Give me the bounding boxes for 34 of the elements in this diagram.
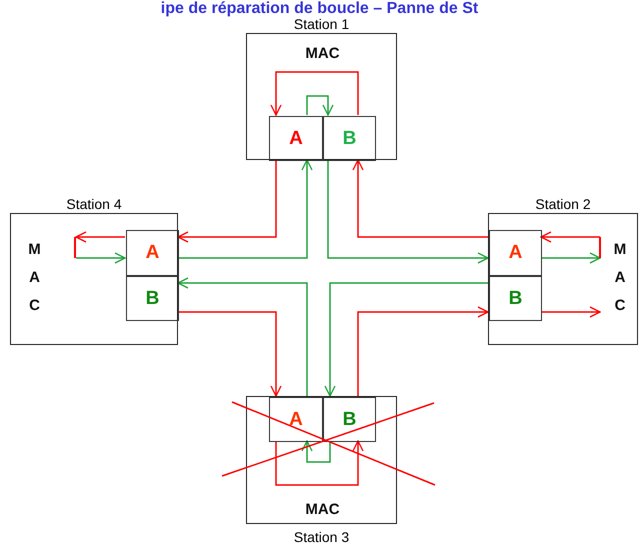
arrow	[75, 231, 125, 243]
arrow	[541, 252, 601, 264]
mac-label: MAC	[612, 240, 628, 316]
port-box: A	[269, 116, 323, 161]
arrow	[357, 306, 489, 396]
port-box: A	[269, 397, 323, 442]
port-box: A	[489, 230, 542, 276]
mac-label: MAC	[305, 44, 340, 62]
port-box: B	[323, 116, 376, 161]
arrow	[76, 252, 126, 264]
mac-label: MAC	[305, 500, 340, 518]
port-box: B	[489, 276, 542, 321]
station-label: Station 1	[294, 16, 350, 32]
arrow	[270, 71, 359, 116]
station-label: Station 4	[66, 196, 122, 212]
station-label: Station 3	[294, 529, 350, 545]
arrow	[177, 277, 308, 396]
arrow	[178, 311, 282, 397]
arrow	[178, 159, 313, 259]
port-box: A	[126, 230, 179, 276]
title: ipe de réparation de boucle – Panne de St	[160, 0, 480, 17]
arrow	[324, 282, 488, 397]
arrow	[177, 160, 277, 243]
station-label: Station 2	[535, 196, 591, 212]
arrow	[541, 306, 601, 318]
arrow	[327, 160, 489, 264]
mac-label: MAC	[27, 240, 42, 316]
port-box: B	[323, 397, 376, 442]
arrow	[301, 440, 331, 463]
arrow	[352, 159, 488, 238]
arrow	[306, 95, 334, 116]
arrow	[275, 440, 364, 486]
port-box: B	[126, 276, 179, 321]
arrow	[540, 231, 600, 243]
